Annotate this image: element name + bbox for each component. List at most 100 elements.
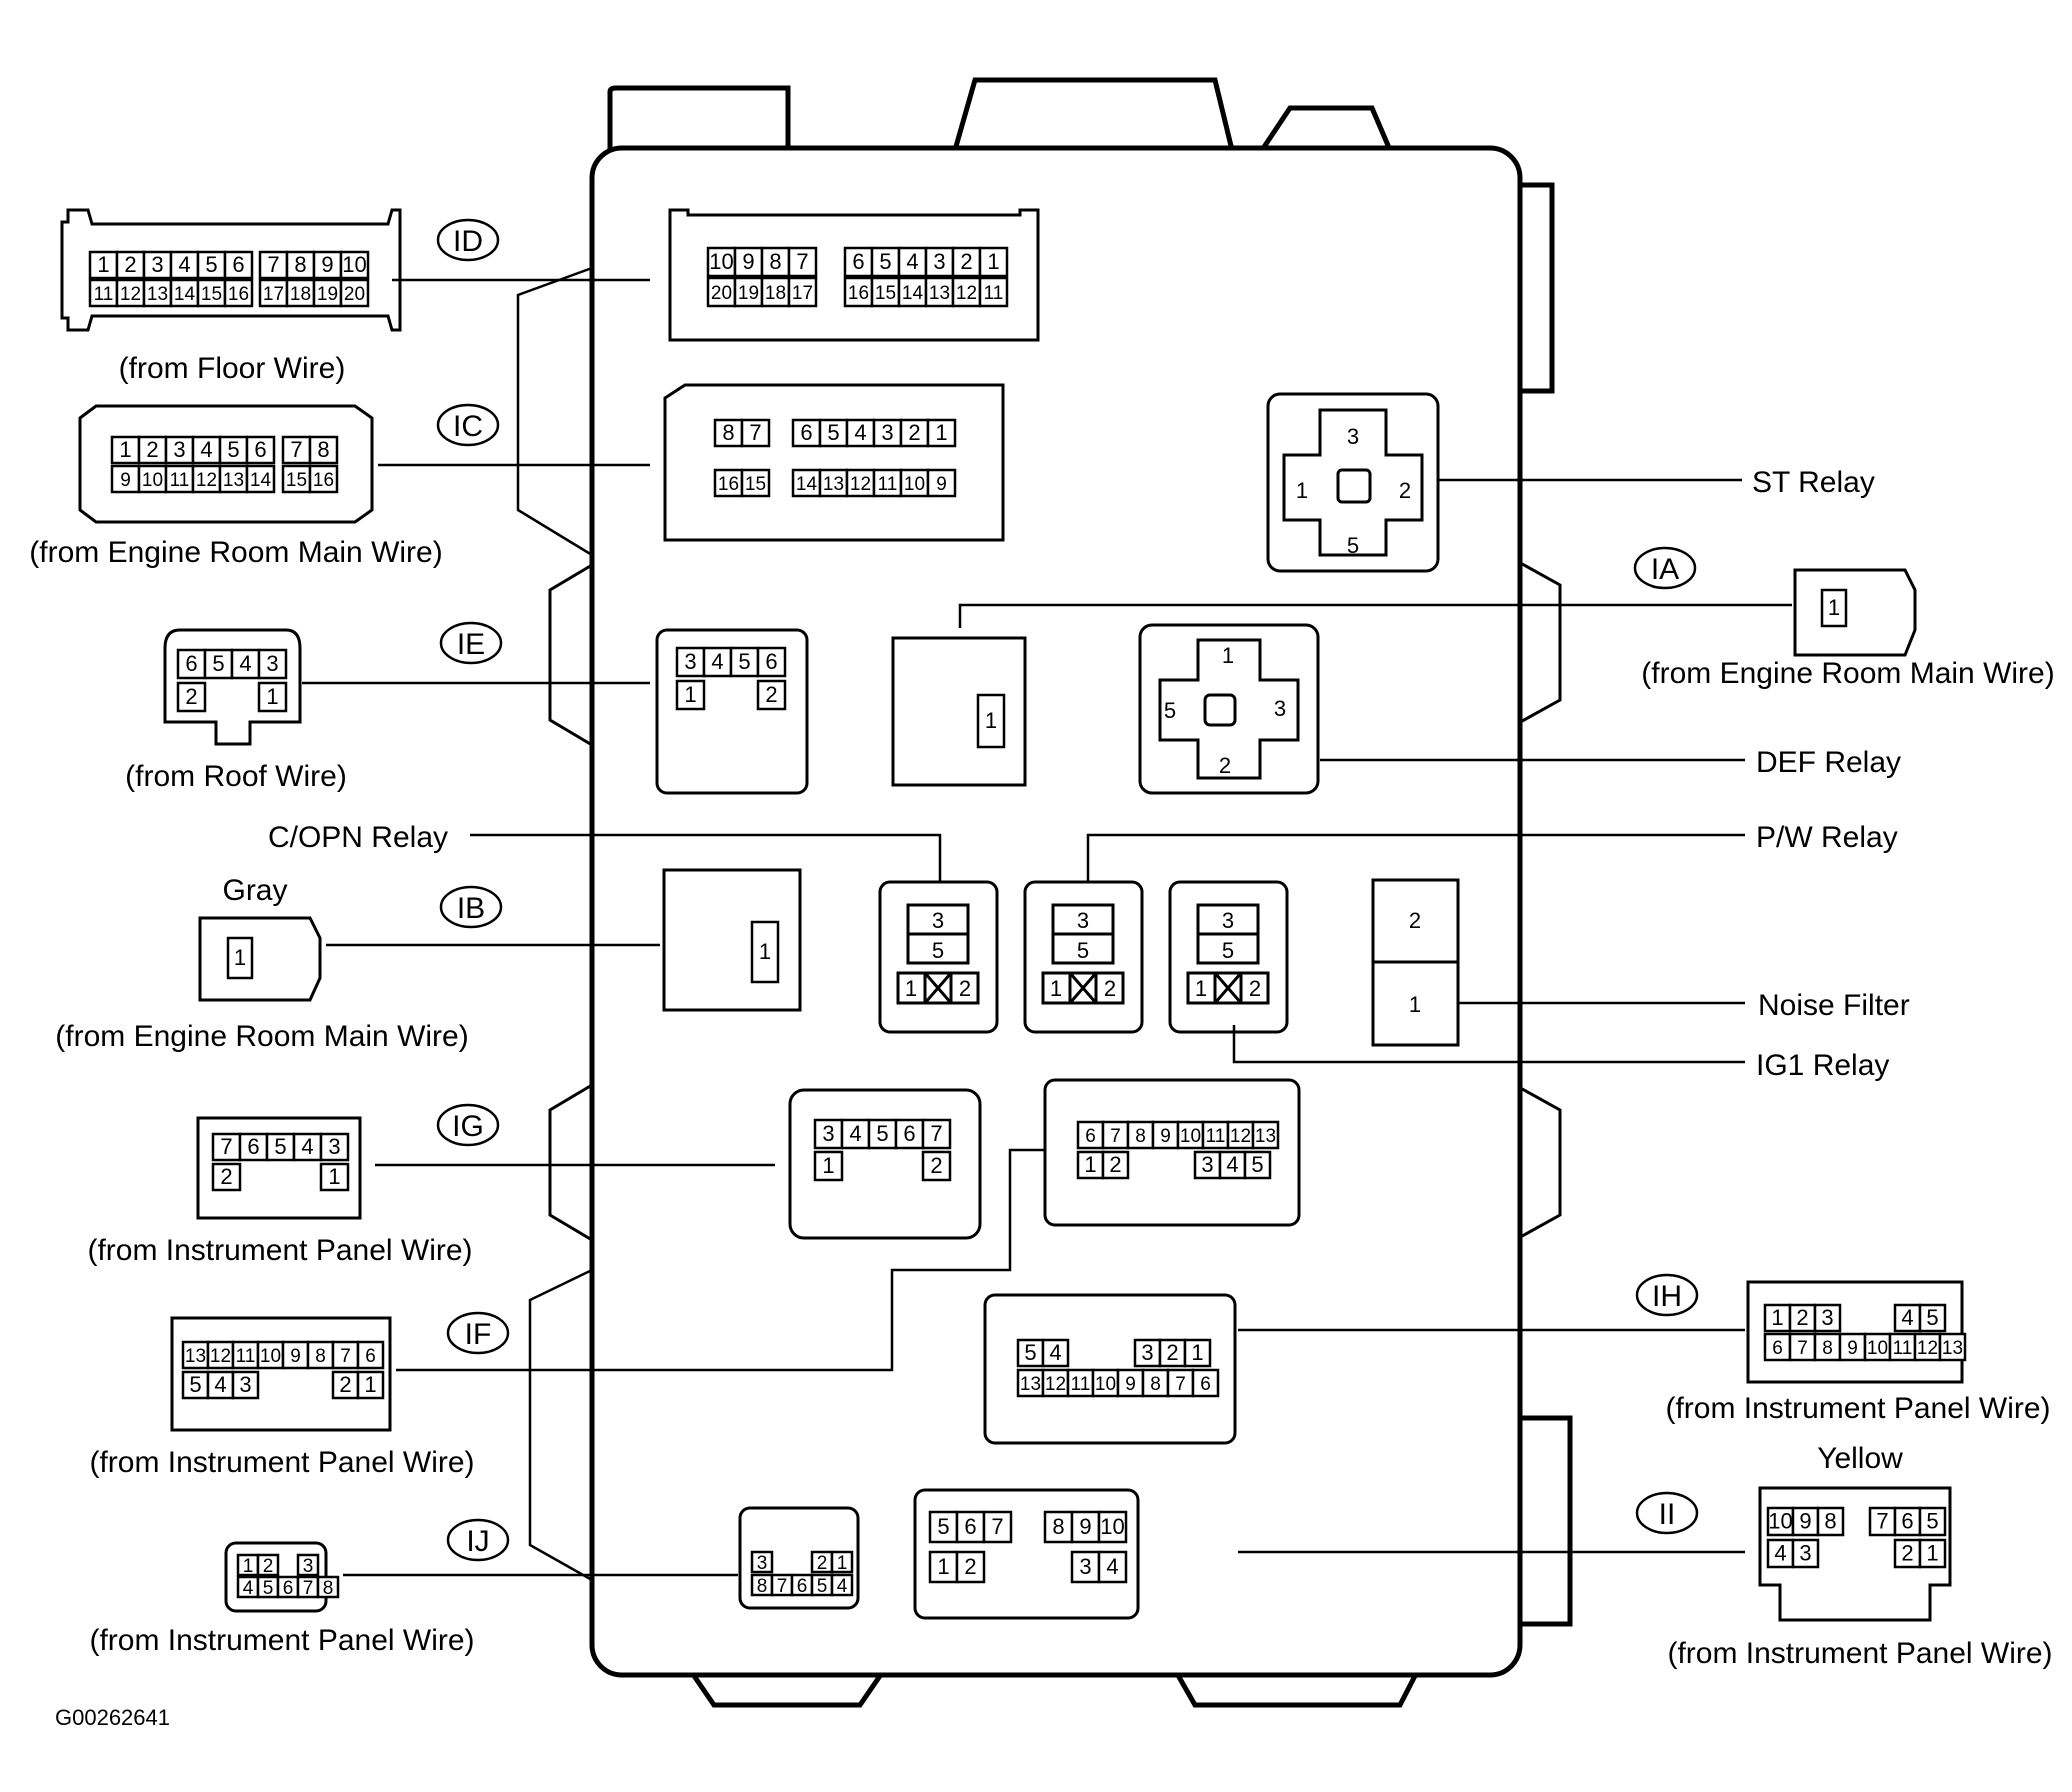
IG-socket-row1-cell bbox=[921, 1118, 952, 1150]
II-plug-row1b-pin: 5 bbox=[1926, 1509, 1938, 1534]
IH-plug-row2-pin: 11 bbox=[1893, 1338, 1913, 1359]
IB-source-label: (from Engine Room Main Wire) bbox=[55, 1020, 468, 1053]
code-II: II bbox=[1659, 1498, 1676, 1531]
II-socket-row2b-pin: 4 bbox=[1106, 1554, 1118, 1579]
noise-filter-pin: 2 bbox=[1409, 908, 1421, 933]
IB-socket-pin-pin: 1 bbox=[759, 939, 771, 964]
IH-socket-row1-pin: 5 bbox=[1024, 1340, 1036, 1365]
ID-plug-row1-pin: 5 bbox=[205, 252, 217, 277]
ID-socket-row2-pin: 18 bbox=[765, 283, 786, 304]
II-source-label: (from Instrument Panel Wire) bbox=[1667, 1637, 2052, 1670]
IC-plug-row1-pin: 2 bbox=[146, 437, 158, 462]
ID-socket-row1-pin: 9 bbox=[742, 249, 754, 274]
IF-socket-row2b-cell bbox=[1193, 1150, 1222, 1180]
II-plug-row2-pin: 4 bbox=[1774, 1541, 1786, 1566]
II-plug-row1b-pin: 6 bbox=[1901, 1509, 1913, 1534]
ID-socket-row2b-pin: 13 bbox=[929, 283, 950, 304]
IF-socket-row2b-pin: 4 bbox=[1226, 1152, 1238, 1177]
ID-socket-row2b-cell bbox=[897, 276, 928, 308]
II-plug-row1b-cell bbox=[1868, 1506, 1897, 1537]
IC-socket-row1b-cell bbox=[791, 418, 822, 448]
copn-relay-pin: 2 bbox=[959, 976, 971, 1001]
IF-plug-row2-pin: 3 bbox=[239, 1372, 251, 1397]
IF-socket-row1-cell bbox=[1126, 1120, 1155, 1150]
ID-plug-row2-cell bbox=[196, 278, 227, 308]
IE-socket-row2b-cell bbox=[756, 679, 787, 711]
ID-socket-row2b-pin: 15 bbox=[875, 283, 896, 304]
IF-plug-row1-pin: 11 bbox=[236, 1346, 256, 1367]
IH-socket-row2-cell bbox=[1066, 1368, 1095, 1398]
ID-socket-row2-cell bbox=[706, 276, 737, 308]
IC-plug-row2-pin: 9 bbox=[120, 470, 131, 491]
IE-socket-row2b: 2 bbox=[756, 679, 787, 711]
ID-socket-row2b-pin: 12 bbox=[956, 283, 977, 304]
IG-socket-row2b-pin: 2 bbox=[930, 1153, 942, 1178]
copn-relay-pin: 3 bbox=[932, 908, 944, 933]
IJ-socket-row2-pin: 4 bbox=[837, 1576, 848, 1597]
IB-socket-pin: 1 bbox=[750, 920, 780, 984]
II-socket-row1-cell bbox=[955, 1510, 986, 1544]
noise-filter-pin: 1 bbox=[1409, 992, 1421, 1017]
IF-plug-row1-pin: 10 bbox=[260, 1346, 281, 1367]
II-socket-row2-cell bbox=[928, 1550, 959, 1584]
IC-socket-row1-pin: 8 bbox=[722, 420, 734, 445]
IH-socket-row2-pin: 6 bbox=[1200, 1374, 1211, 1395]
copn-relay-pin: 1 bbox=[905, 976, 917, 1001]
IJ-socket-row1b-pin: 2 bbox=[817, 1553, 828, 1574]
ID-source-label: (from Floor Wire) bbox=[119, 352, 346, 385]
IC-socket-row2b-pin: 14 bbox=[796, 474, 818, 495]
ID-plug-row2b-cell bbox=[285, 278, 316, 308]
IE-plug-row2a: 2 bbox=[176, 681, 207, 713]
pw-relay-pin: 3 bbox=[1077, 908, 1089, 933]
IF-plug-row2-cell bbox=[181, 1370, 210, 1400]
II-socket-row1-cell bbox=[928, 1510, 959, 1544]
IF-socket-row1-pin: 11 bbox=[1206, 1126, 1226, 1147]
code-IA: IA bbox=[1651, 553, 1679, 586]
IF-socket-row2b-pin: 3 bbox=[1201, 1152, 1213, 1177]
IF-socket-row2b-pin: 5 bbox=[1251, 1152, 1263, 1177]
IE-plug-row2a-cell bbox=[176, 681, 207, 713]
ID-socket-row1-pin: 10 bbox=[709, 249, 733, 274]
code-IG: IG bbox=[452, 1110, 484, 1143]
IF-socket-row1-cell bbox=[1226, 1120, 1255, 1150]
IH-plug-row2-pin: 13 bbox=[1942, 1338, 1963, 1359]
IH-plug-row2-pin: 6 bbox=[1772, 1338, 1783, 1359]
IH-source-label: (from Instrument Panel Wire) bbox=[1665, 1392, 2050, 1425]
II-socket-row1b-pin: 9 bbox=[1079, 1514, 1091, 1539]
IF-plug-row1-cell bbox=[281, 1340, 310, 1370]
ID-socket-row1b-pin: 1 bbox=[987, 249, 999, 274]
IJ-socket-row2-cell bbox=[830, 1573, 854, 1597]
IH-plug-row1-cell bbox=[1763, 1303, 1792, 1333]
def-relay-pin: 5 bbox=[1164, 698, 1176, 723]
IF-plug-row1-pin: 12 bbox=[210, 1346, 231, 1367]
IE-plug-row1-pin: 3 bbox=[266, 651, 278, 676]
IG-plug-row1-pin: 3 bbox=[328, 1134, 340, 1159]
II-plug-row2b-pin: 1 bbox=[1926, 1541, 1938, 1566]
ID-socket-row2b-cell bbox=[870, 276, 901, 308]
IG-socket-row1-pin: 4 bbox=[849, 1121, 861, 1146]
ID-plug-row2-cell bbox=[223, 278, 254, 308]
IF-socket-row2-pin: 1 bbox=[1084, 1152, 1096, 1177]
IF-plug-row2b-cell bbox=[356, 1370, 385, 1400]
IH-plug-row1-cell bbox=[1788, 1303, 1817, 1333]
IH-plug-row1-pin: 3 bbox=[1821, 1305, 1833, 1330]
ID-socket-row1b-pin: 5 bbox=[879, 249, 891, 274]
ID-plug-row2b-cell bbox=[312, 278, 343, 308]
IF-plug-row1-cell bbox=[206, 1340, 235, 1370]
IJ-plug-row2-cell bbox=[316, 1575, 340, 1599]
ID-plug-row2-pin: 12 bbox=[120, 284, 141, 305]
ID-socket-row2b-pin: 11 bbox=[984, 283, 1004, 304]
IH-plug-row1b-pin: 5 bbox=[1926, 1305, 1938, 1330]
IH-plug-row2-pin: 7 bbox=[1797, 1338, 1808, 1359]
IJ-plug-row2-pin: 4 bbox=[243, 1578, 254, 1599]
IH-plug-row1b-cell bbox=[1918, 1303, 1947, 1333]
